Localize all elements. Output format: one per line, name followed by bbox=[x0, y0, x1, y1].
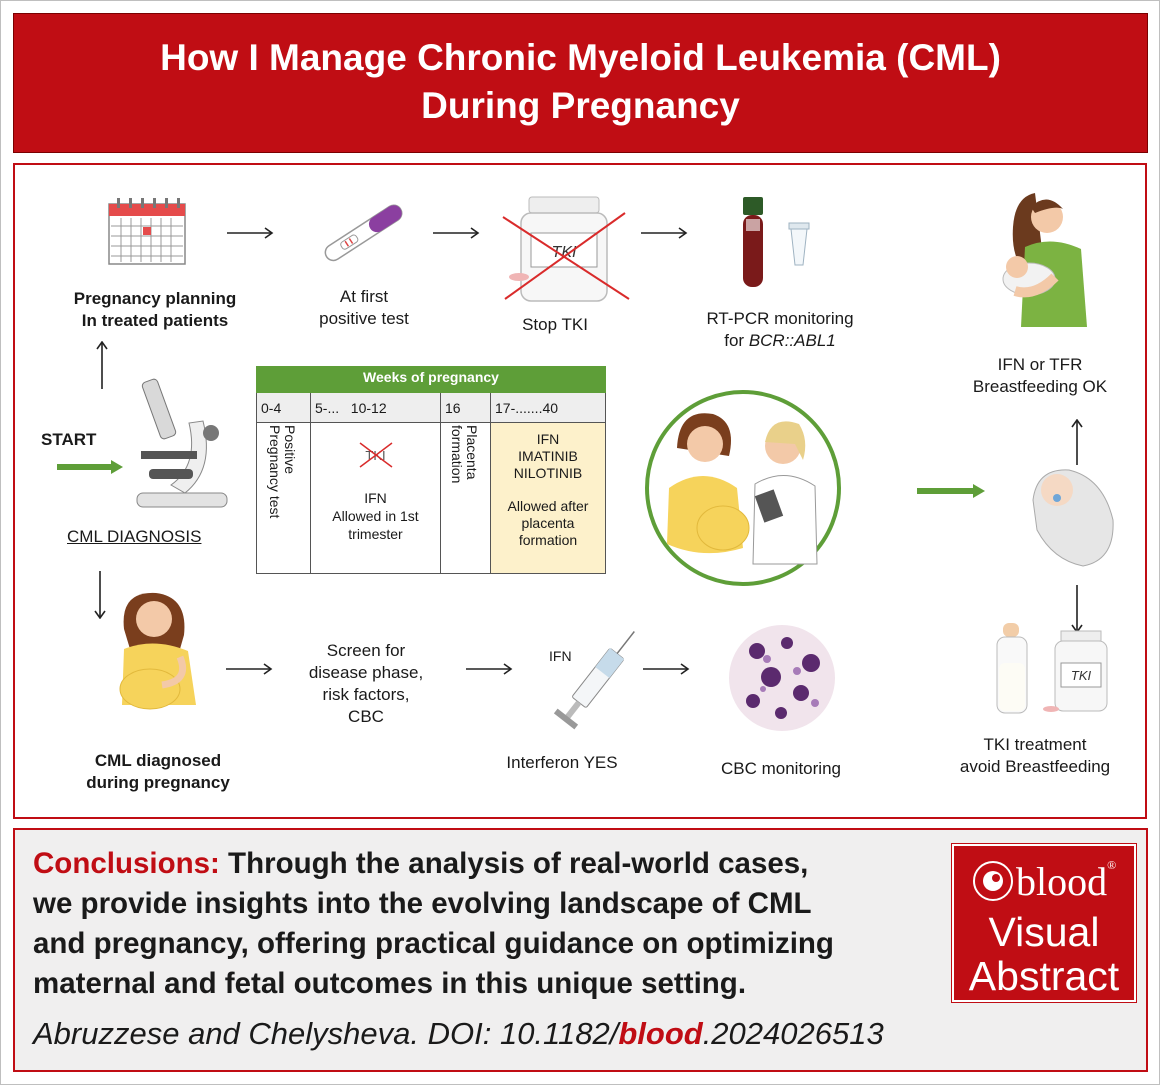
green-arrow-icon bbox=[917, 484, 985, 498]
weeks-of-pregnancy-table: Weeks of pregnancy 0-4 5-... 10-12 16 17… bbox=[256, 366, 606, 574]
green-arrow-icon bbox=[57, 460, 123, 474]
microscope-icon bbox=[136, 378, 228, 508]
jar-label: TKI bbox=[1071, 668, 1092, 683]
arrow-up-icon bbox=[96, 341, 108, 389]
allowed-drugs-cell: IFN IMATINIB NILOTINIB Allowed after pla… bbox=[490, 422, 606, 574]
blood-visual-abstract-logo: blood® Visual Abstract bbox=[951, 843, 1137, 1003]
title-line-2: During Pregnancy bbox=[421, 85, 740, 126]
pregnant-woman-icon bbox=[119, 592, 196, 710]
planning-label: Pregnancy planning In treated patients bbox=[73, 289, 237, 330]
calendar-icon bbox=[108, 198, 186, 265]
syringe-label: IFN bbox=[549, 648, 572, 664]
blood-tube-icon bbox=[743, 197, 810, 287]
arrow-right-icon bbox=[433, 227, 480, 239]
red-cross-icon bbox=[359, 442, 393, 468]
pregnancy-test-icon bbox=[324, 204, 403, 262]
diagnosed-pregnancy-label: CML diagnosed during pregnancy bbox=[86, 751, 230, 792]
blood-cells-icon bbox=[729, 625, 835, 731]
baby-icon bbox=[1032, 469, 1114, 567]
weeks-col-4: 17-.......40 bbox=[490, 392, 606, 423]
weeks-col-1: 5-... 10-12 bbox=[310, 392, 441, 423]
start-label: START bbox=[41, 430, 97, 449]
arrow-right-icon bbox=[643, 663, 690, 675]
arrow-right-icon bbox=[641, 227, 688, 239]
title-line-1: How I Manage Chronic Myeloid Leukemia (C… bbox=[160, 37, 1001, 78]
weeks-table-header: Weeks of pregnancy bbox=[256, 366, 606, 393]
stop-tki-label: Stop TKI bbox=[522, 315, 588, 334]
cml-diagnosis-label: CML DIAGNOSIS bbox=[67, 527, 202, 546]
arrow-down-icon bbox=[94, 571, 106, 619]
weeks-col-3: 16 bbox=[440, 392, 491, 423]
breastfeeding-mother-icon bbox=[1002, 193, 1087, 327]
jar-label: TKI bbox=[552, 244, 577, 261]
title-banner: How I Manage Chronic Myeloid Leukemia (C… bbox=[13, 13, 1148, 153]
bottle-and-tki-jar-icon: TKI bbox=[996, 623, 1108, 714]
interferon-label: Interferon YES bbox=[506, 753, 618, 772]
conclusions-label: Conclusions: bbox=[33, 847, 220, 880]
conclusions-panel: Conclusions: Through the analysis of rea… bbox=[13, 828, 1148, 1072]
syringe-icon bbox=[553, 631, 635, 730]
arrow-right-icon bbox=[226, 663, 273, 675]
doctor-consultation-icon bbox=[645, 390, 841, 586]
positive-test-label: At first positive test bbox=[319, 287, 409, 328]
arrow-right-icon bbox=[466, 663, 513, 675]
diagram-panel: Pregnancy planning In treated patients A… bbox=[13, 163, 1147, 819]
arrow-up-icon bbox=[1071, 419, 1083, 465]
cbc-monitoring-label: CBC monitoring bbox=[721, 759, 841, 778]
first-trimester-cell: TKI IFN Allowed in 1st trimester bbox=[310, 422, 441, 574]
crossed-tki-jar-icon: TKI bbox=[502, 196, 630, 302]
weeks-col-0: 0-4 bbox=[256, 392, 311, 423]
ifn-tfr-label: IFN or TFR Breastfeeding OK bbox=[972, 355, 1108, 396]
blood-seal-icon bbox=[973, 861, 1013, 901]
citation: Abruzzese and Chelysheva. DOI: 10.1182/b… bbox=[33, 1016, 884, 1051]
screen-label: Screen for disease phase, risk factors, … bbox=[308, 641, 424, 726]
arrow-right-icon bbox=[227, 227, 274, 239]
rtpcr-label: RT-PCR monitoring for BCR::ABL1 bbox=[706, 309, 854, 350]
conclusions-text: Conclusions: Through the analysis of rea… bbox=[33, 847, 834, 1000]
tki-treatment-label: TKI treatment avoid Breastfeeding bbox=[959, 735, 1111, 776]
